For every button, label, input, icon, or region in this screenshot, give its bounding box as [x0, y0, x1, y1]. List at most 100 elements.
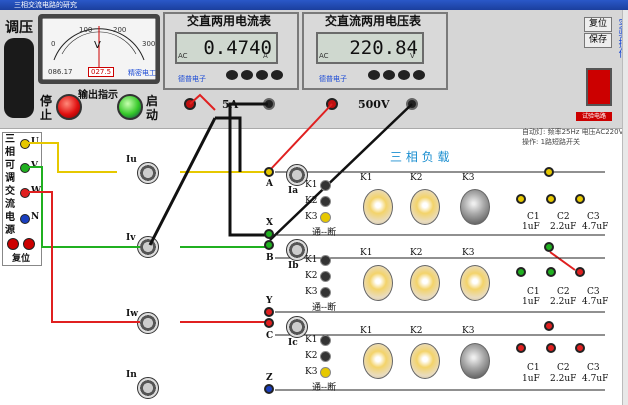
row-c-k1-label: K1 [305, 335, 318, 345]
row-c-bulb-1 [363, 343, 393, 379]
row-a-k2-label: K2 [305, 196, 318, 206]
scale-label-0: 0 [51, 40, 56, 48]
analog-reading: 027.5 [88, 67, 115, 77]
experiment-tab[interactable]: 实验操作 [614, 18, 628, 78]
row-a-c2: C2 [557, 212, 570, 222]
iv-label: Iv [126, 233, 136, 243]
ammeter-set-button[interactable] [241, 70, 253, 80]
wire-cap-red [549, 251, 576, 271]
voltmeter-right-button[interactable] [398, 70, 410, 80]
ammeter-display: 0.4740 [175, 32, 278, 64]
scale-label-100: 100 [79, 26, 93, 34]
wire-black [215, 116, 242, 172]
node-x-label: X [266, 218, 273, 228]
ia-label: Ia [288, 186, 299, 196]
row-a-bulb-2 [410, 189, 440, 225]
row-c-bulb2-label: K2 [410, 326, 423, 336]
row-a-cap2-terminal[interactable] [546, 194, 556, 204]
node-x-terminal[interactable] [264, 229, 274, 239]
row-a-cap1-terminal[interactable] [516, 194, 526, 204]
ammeter-right-button[interactable] [256, 70, 268, 80]
row-b-k3-switch[interactable] [320, 287, 331, 298]
row-b-bulb-2 [410, 265, 440, 301]
row-a-k3-switch[interactable] [320, 212, 331, 223]
row-a-cap3-terminal[interactable] [575, 194, 585, 204]
row-b-c1: C1 [527, 287, 540, 297]
iw-label: Iw [126, 309, 138, 319]
row-c-k3-switch[interactable] [320, 367, 331, 378]
row-b-k2-label: K2 [305, 271, 318, 281]
save-button[interactable]: 保存 [584, 33, 612, 48]
row-c-right-terminal[interactable] [544, 321, 554, 331]
row-a-bulb3-label: K3 [462, 173, 475, 183]
row-b-c3: C3 [587, 287, 600, 297]
status-line-2: 操作: 1路短路开关 [522, 138, 581, 146]
in-socket[interactable] [137, 377, 159, 399]
stop-button[interactable] [56, 94, 82, 120]
row-b-bulb2-label: K2 [410, 248, 423, 258]
voltmeter-title: 交直流两用电压表 [324, 14, 421, 28]
row-a-bulb2-label: K2 [410, 173, 423, 183]
voltmeter-power-button[interactable] [413, 70, 425, 80]
ammeter-power-button[interactable] [271, 70, 283, 80]
iu-socket[interactable] [137, 162, 159, 184]
row-c-cap2-terminal[interactable] [546, 343, 556, 353]
source-reset-lamp-left[interactable] [7, 238, 19, 250]
voltmeter-brand: 德普电子 [319, 75, 347, 83]
row-b-cap1-terminal[interactable] [516, 267, 526, 277]
status-line-1: 自动灯: 频率25Hz 电压AC220V [522, 128, 624, 136]
row-b-cap3-terminal[interactable] [575, 267, 585, 277]
analog-left-text: 086.17 [48, 68, 73, 76]
wire-yellow [28, 142, 117, 173]
row-c-k2-switch[interactable] [320, 351, 331, 362]
row-b-k3-label: K3 [305, 287, 318, 297]
ammeter-mode: AC [178, 52, 188, 60]
regulator-knob[interactable] [4, 38, 34, 118]
voltmeter-set-button[interactable] [383, 70, 395, 80]
row-b-bulb3-label: K3 [462, 248, 475, 258]
wire-ammeter-red [189, 93, 216, 111]
voltmeter-left-button[interactable] [368, 70, 380, 80]
row-b-right-terminal[interactable] [544, 242, 554, 252]
load-title: 三 相 负 载 [390, 150, 450, 164]
ia-socket[interactable] [286, 164, 308, 186]
row-a-k1-switch[interactable] [320, 180, 331, 191]
node-y-terminal[interactable] [264, 307, 274, 317]
source-n-terminal[interactable] [20, 214, 30, 224]
ammeter-left-button[interactable] [226, 70, 238, 80]
ib-label: Ib [288, 261, 299, 271]
row-c-c1-value: 1uF [522, 374, 540, 384]
ic-socket[interactable] [286, 316, 308, 338]
status-chip[interactable]: 试验电路 [576, 112, 612, 121]
node-b-terminal[interactable] [264, 240, 274, 250]
row-c-bulb-3 [460, 343, 490, 379]
row-a-k2-switch[interactable] [320, 196, 331, 207]
power-switch[interactable] [586, 68, 612, 106]
row-a-c3-value: 4.7uF [582, 222, 609, 232]
row-a-c1: C1 [527, 212, 540, 222]
ib-socket[interactable] [286, 239, 308, 261]
row-b-bulb1-label: K1 [360, 248, 373, 258]
row-c-k1-switch[interactable] [320, 335, 331, 346]
scale-label-300: 300 [142, 40, 156, 48]
row-a-bulb-1 [363, 189, 393, 225]
row-b-k2-switch[interactable] [320, 271, 331, 282]
source-reset-lamp-right[interactable] [23, 238, 35, 250]
node-c-terminal[interactable] [264, 318, 274, 328]
node-z-terminal[interactable] [264, 384, 274, 394]
row-b-cap2-terminal[interactable] [546, 267, 556, 277]
voltmeter-range: 500V [358, 98, 390, 111]
row-b-c2: C2 [557, 287, 570, 297]
scrollbar[interactable] [622, 10, 628, 405]
row-c-c1: C1 [527, 363, 540, 373]
row-c-cap3-terminal[interactable] [575, 343, 585, 353]
row-a-right-terminal[interactable] [544, 167, 554, 177]
reset-button[interactable]: 复位 [584, 17, 612, 32]
source-n-label: N [31, 212, 40, 222]
node-a-terminal[interactable] [264, 167, 274, 177]
row-b-c1-value: 1uF [522, 297, 540, 307]
start-button[interactable] [117, 94, 143, 120]
row-b-k1-switch[interactable] [320, 255, 331, 266]
row-c-cap1-terminal[interactable] [516, 343, 526, 353]
